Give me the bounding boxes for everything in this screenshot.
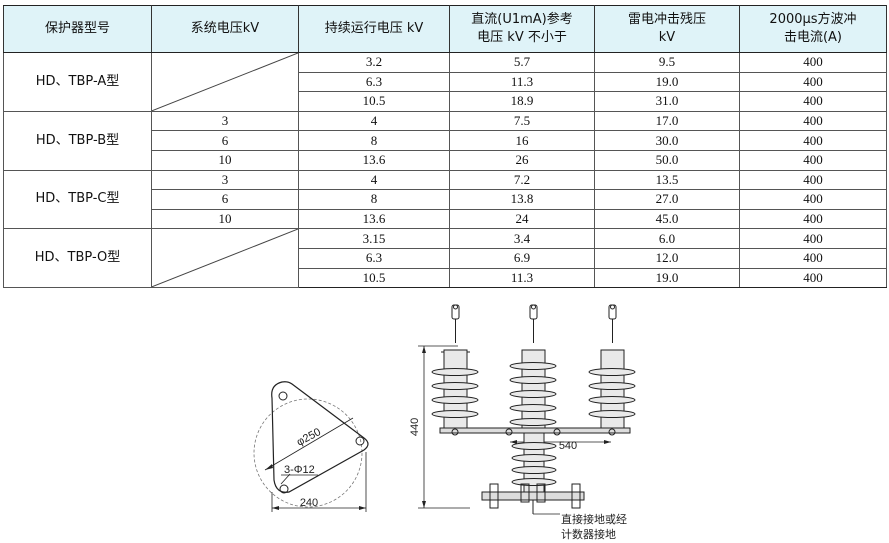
continuous-voltage-cell: 6.3 — [298, 71, 450, 93]
square-wave-current-cell: 400 — [739, 110, 887, 132]
base-plate-drawing: φ250 3-Φ12 240 — [253, 381, 369, 512]
continuous-voltage-cell: 10.5 — [298, 91, 450, 112]
height-label: 440 — [409, 418, 421, 436]
technical-drawing: φ250 3-Φ12 240 — [253, 304, 636, 541]
model-cell: HD、TBP-B型 — [3, 110, 152, 171]
dc-reference-cell: 24 — [449, 208, 595, 230]
header-lightning-residual: 雷电冲击残压 kV — [594, 5, 740, 53]
residual-voltage-cell: 50.0 — [594, 149, 740, 171]
dc-reference-cell: 11.3 — [449, 71, 595, 93]
grounding-note-line2: 计数器接地 — [561, 528, 616, 541]
dc-reference-cell: 13.8 — [449, 189, 595, 210]
header-continuous-voltage: 持续运行电压 kV — [298, 5, 450, 53]
grounding-note-line1: 直接接地或经 — [561, 512, 627, 526]
dc-reference-cell: 11.3 — [449, 267, 595, 289]
square-wave-current-cell: 400 — [739, 149, 887, 171]
dc-reference-cell: 7.5 — [449, 110, 595, 132]
square-wave-current-cell: 400 — [739, 91, 887, 112]
residual-voltage-cell: 9.5 — [594, 52, 740, 73]
square-wave-current-cell: 400 — [739, 169, 887, 191]
right-insulator — [588, 304, 636, 433]
dc-reference-cell: 26 — [449, 149, 595, 171]
square-wave-current-cell: 400 — [739, 228, 887, 249]
header-square-wave-current: 2000μs方波冲 击电流(A) — [739, 5, 887, 53]
residual-voltage-cell: 19.0 — [594, 71, 740, 93]
system-voltage-cell: 10 — [151, 149, 299, 171]
center-insulator — [509, 304, 557, 433]
plate-width-label: 240 — [300, 497, 318, 509]
system-voltage-cell: 10 — [151, 208, 299, 230]
square-wave-current-cell: 400 — [739, 247, 887, 269]
model-cell: HD、TBP-C型 — [3, 169, 152, 230]
model-cell: HD、TBP-O型 — [3, 228, 152, 289]
residual-voltage-cell: 27.0 — [594, 189, 740, 210]
spec-table: 保护器型号 系统电压kV 持续运行电压 kV 直流(U1mA)参考 电压 kV … — [3, 5, 887, 289]
continuous-voltage-cell: 4 — [298, 110, 450, 132]
model-cell: HD、TBP-A型 — [3, 52, 152, 112]
continuous-voltage-cell: 6.3 — [298, 247, 450, 269]
residual-voltage-cell: 30.0 — [594, 130, 740, 151]
continuous-voltage-cell: 3.15 — [298, 228, 450, 249]
not-applicable-cell — [151, 52, 299, 112]
dc-reference-cell: 7.2 — [449, 169, 595, 191]
dc-reference-cell: 18.9 — [449, 91, 595, 112]
residual-voltage-cell: 12.0 — [594, 247, 740, 269]
square-wave-current-cell: 400 — [739, 267, 887, 289]
residual-voltage-cell: 19.0 — [594, 267, 740, 289]
square-wave-current-cell: 400 — [739, 130, 887, 151]
holes-label: 3-Φ12 — [284, 464, 315, 476]
residual-voltage-cell: 13.5 — [594, 169, 740, 191]
dc-reference-cell: 3.4 — [449, 228, 595, 249]
system-voltage-cell: 6 — [151, 130, 299, 151]
residual-voltage-cell: 6.0 — [594, 228, 740, 249]
square-wave-current-cell: 400 — [739, 71, 887, 93]
span-label: 540 — [559, 440, 577, 452]
continuous-voltage-cell: 8 — [298, 189, 450, 210]
system-voltage-cell: 6 — [151, 189, 299, 210]
header-row: 保护器型号 系统电压kV 持续运行电压 kV 直流(U1mA)参考 电压 kV … — [3, 5, 887, 53]
header-system-voltage: 系统电压kV — [151, 5, 299, 53]
dc-reference-cell: 16 — [449, 130, 595, 151]
residual-voltage-cell: 17.0 — [594, 110, 740, 132]
continuous-voltage-cell: 4 — [298, 169, 450, 191]
plate-diameter-label: φ250 — [295, 426, 323, 449]
continuous-voltage-cell: 8 — [298, 130, 450, 151]
dc-reference-cell: 5.7 — [449, 52, 595, 73]
continuous-voltage-cell: 13.6 — [298, 149, 450, 171]
header-model: 保护器型号 — [3, 5, 152, 53]
continuous-voltage-cell: 10.5 — [298, 267, 450, 289]
continuous-voltage-cell: 13.6 — [298, 208, 450, 230]
not-applicable-cell — [151, 228, 299, 289]
system-voltage-cell: 3 — [151, 169, 299, 191]
arrester-front-view: 540 — [418, 304, 636, 515]
residual-voltage-cell: 45.0 — [594, 208, 740, 230]
square-wave-current-cell: 400 — [739, 52, 887, 73]
continuous-voltage-cell: 3.2 — [298, 52, 450, 73]
header-dc-reference-voltage: 直流(U1mA)参考 电压 kV 不小于 — [449, 5, 595, 53]
system-voltage-cell: 3 — [151, 110, 299, 132]
left-insulator — [431, 304, 479, 433]
square-wave-current-cell: 400 — [739, 208, 887, 230]
square-wave-current-cell: 400 — [739, 189, 887, 210]
dc-reference-cell: 6.9 — [449, 247, 595, 269]
residual-voltage-cell: 31.0 — [594, 91, 740, 112]
lower-insulator — [511, 432, 557, 494]
